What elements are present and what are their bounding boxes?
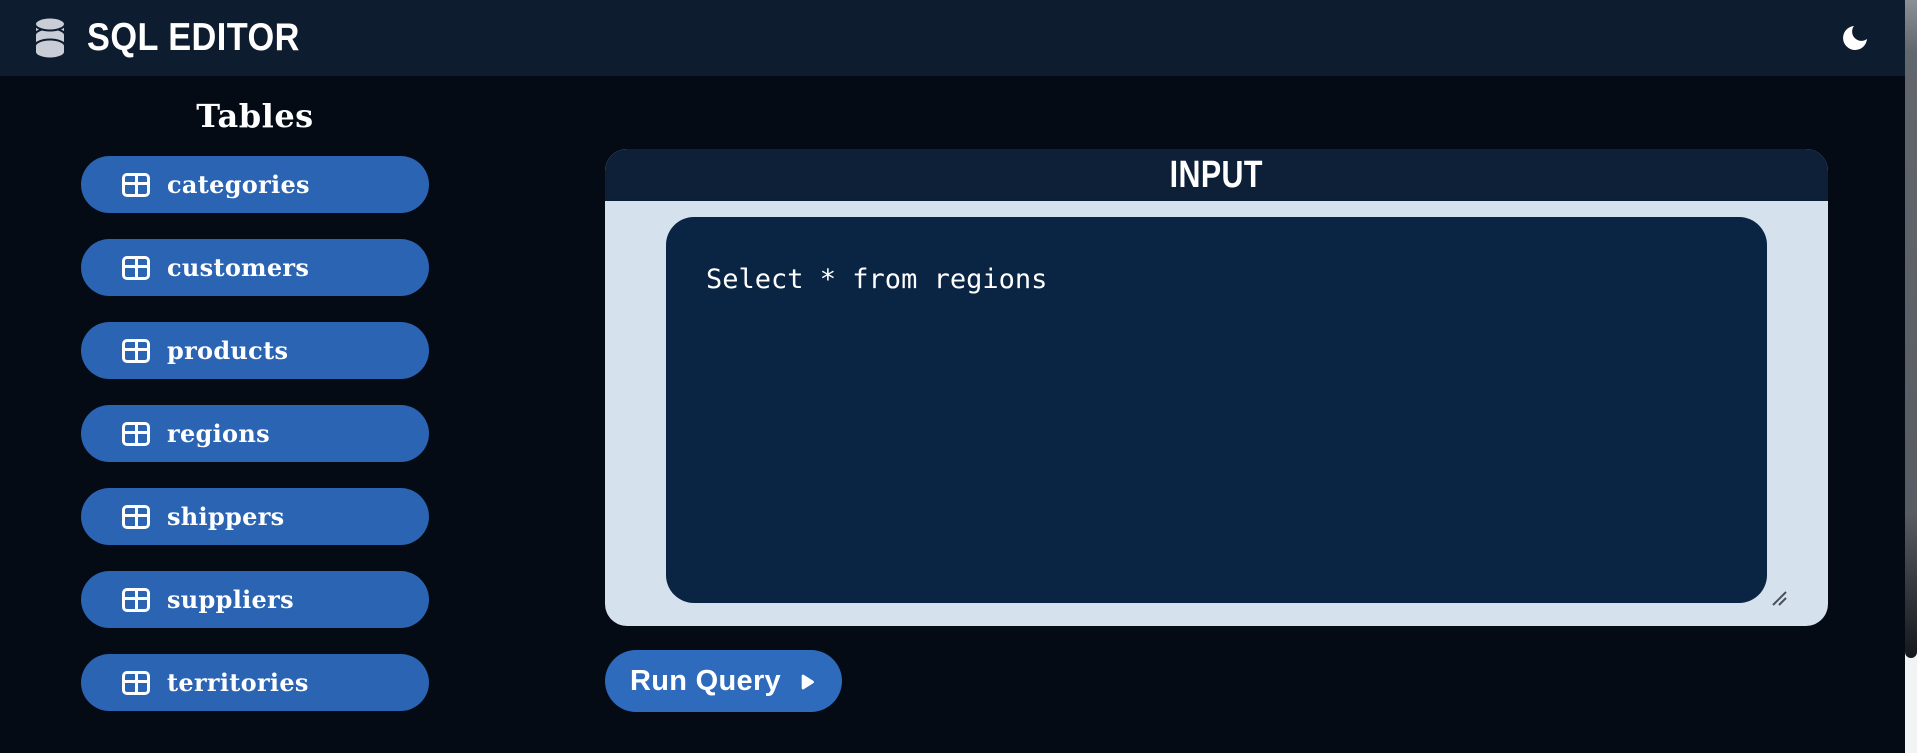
table-button-label: customers [167,253,310,282]
table-button-label: territories [167,668,309,697]
table-button-shippers[interactable]: shippers [81,488,429,545]
table-button-suppliers[interactable]: suppliers [81,571,429,628]
moon-icon [1843,26,1867,50]
textarea-resize-handle[interactable] [1768,587,1788,607]
table-button-territories[interactable]: territories [81,654,429,711]
table-button-label: regions [167,419,270,448]
table-grid-icon [122,255,150,280]
table-button-categories[interactable]: categories [81,156,429,213]
input-panel-title: INPUT [1169,153,1264,196]
table-grid-icon [122,421,150,446]
query-input-panel: INPUT Select * from regions [605,149,1828,626]
play-icon [801,674,814,690]
vertical-scrollbar-track[interactable] [1905,0,1917,753]
table-button-products[interactable]: products [81,322,429,379]
run-query-button[interactable]: Run Query [605,650,842,712]
table-grid-icon [122,338,150,363]
table-button-customers[interactable]: customers [81,239,429,296]
table-button-label: categories [167,170,310,199]
table-grid-icon [122,172,150,197]
input-panel-body: Select * from regions [605,201,1828,626]
table-button-regions[interactable]: regions [81,405,429,462]
tables-sidebar: Tables categories customers products reg… [81,99,429,711]
table-grid-icon [122,504,150,529]
table-button-label: suppliers [167,585,294,614]
table-button-label: products [167,336,289,365]
database-icon [34,16,66,60]
tables-heading: Tables [196,97,314,135]
table-grid-icon [122,587,150,612]
table-button-label: shippers [167,502,285,531]
vertical-scrollbar-thumb[interactable] [1905,0,1917,658]
sql-query-textarea[interactable]: Select * from regions [666,217,1767,603]
input-panel-header: INPUT [605,149,1828,201]
run-query-label: Run Query [630,664,781,697]
app-header: SQL EDITOR [0,0,1905,76]
app-title: SQL EDITOR [87,16,300,59]
theme-toggle-button[interactable] [1835,18,1875,58]
table-grid-icon [122,670,150,695]
